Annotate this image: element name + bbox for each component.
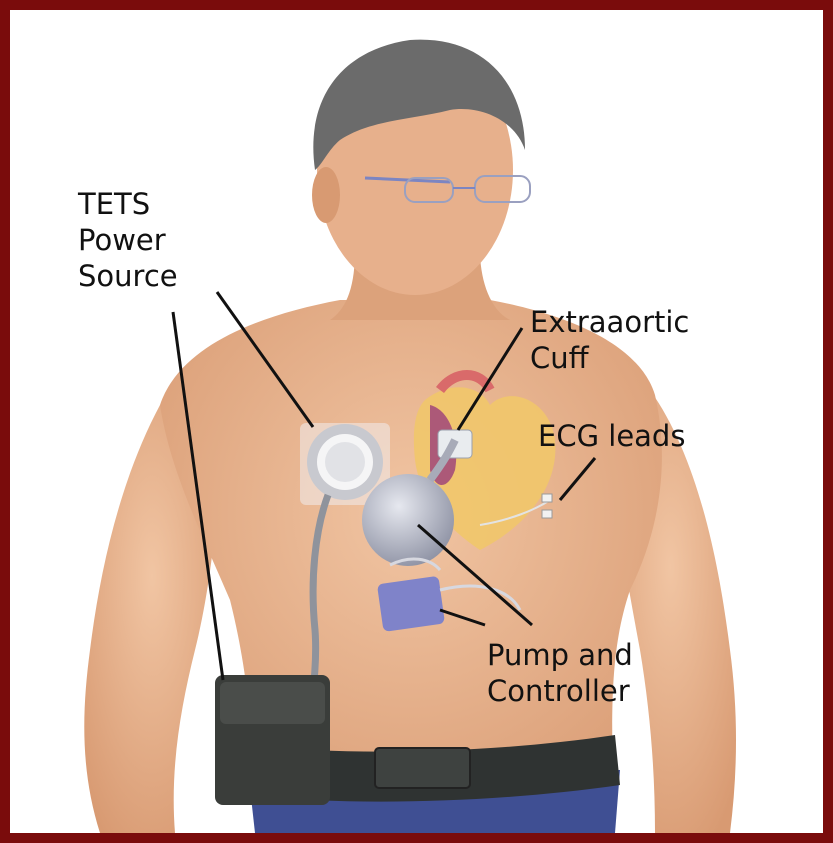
label-tets-power-source: TETS Power Source — [78, 186, 178, 294]
label-cuff-line1: Extraaortic — [530, 304, 689, 340]
label-cuff-line2: Cuff — [530, 340, 689, 376]
label-extraaortic-cuff: Extraaortic Cuff — [530, 304, 689, 376]
label-pump-line2: Controller — [487, 673, 633, 709]
label-ecg-line: ECG leads — [538, 418, 685, 454]
label-pump-and-controller: Pump and Controller — [487, 637, 633, 709]
label-ecg-leads: ECG leads — [538, 418, 685, 454]
ear — [312, 167, 340, 223]
belt-buckle — [375, 748, 470, 788]
label-tets-line1: TETS — [78, 186, 178, 222]
label-tets-line2: Power — [78, 222, 178, 258]
label-tets-line3: Source — [78, 258, 178, 294]
man-illustration — [10, 10, 823, 833]
belt-pouch-icon — [215, 675, 330, 805]
label-pump-line1: Pump and — [487, 637, 633, 673]
